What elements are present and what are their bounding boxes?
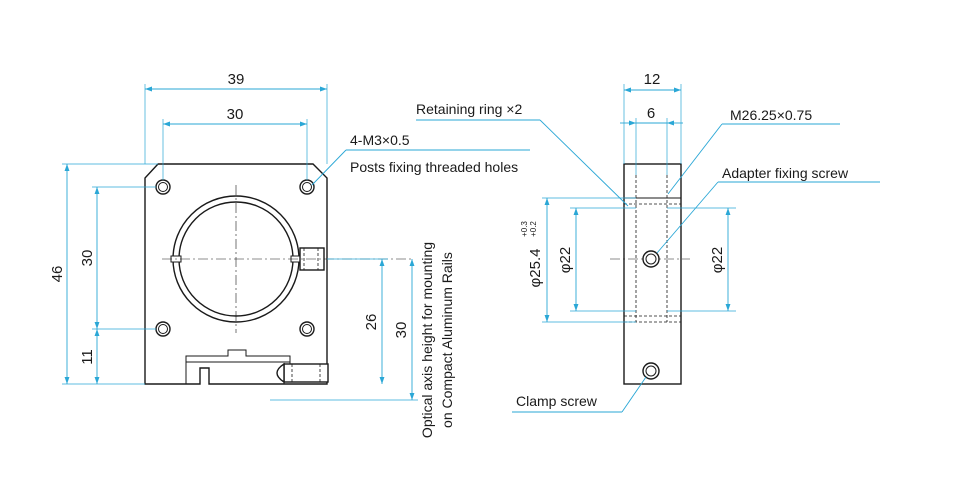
- clamp-screw-label: Clamp screw: [516, 393, 598, 409]
- side-body: [623, 163, 682, 385]
- side-view: 12 6 Retaining ring ×2 M26.25×0.75 Adapt…: [416, 71, 880, 413]
- clamp-screw-inner: [645, 365, 657, 377]
- thread-label: 4-M3×0.5: [350, 132, 410, 148]
- axis-note-line2: on Compact Aluminum Rails: [439, 252, 455, 428]
- dim-46: 46: [49, 266, 66, 283]
- dim-30-vertical: 30: [79, 250, 96, 267]
- dia-inner: φ22: [557, 247, 574, 273]
- axis-note-line1: Optical axis height for mounting: [419, 242, 435, 438]
- mount-hole-br-inner: [302, 324, 312, 334]
- thread-leader: [311, 149, 347, 186]
- dim-12: 12: [644, 71, 661, 88]
- mount-hole-bl-inner: [158, 324, 168, 334]
- mount-holes: [155, 179, 315, 337]
- dim-11: 11: [79, 349, 96, 365]
- dim-30-rail: 30: [393, 322, 410, 339]
- thread-description: Posts fixing threaded holes: [350, 159, 518, 175]
- dia-right: φ22: [709, 247, 726, 273]
- clamp-screw-leader: [621, 376, 647, 413]
- retaining-ring-label: Retaining ring ×2: [416, 101, 522, 117]
- adapter-screw-outer: [642, 250, 660, 268]
- dim-39: 39: [228, 71, 245, 88]
- ring-thread-leader: [667, 123, 723, 195]
- dim-26: 26: [363, 314, 380, 331]
- bottom-clamp-screw: [283, 363, 329, 383]
- dim-30-horizontal: 30: [227, 106, 244, 123]
- dia-bore-tol-lower: +0.2: [529, 221, 538, 237]
- front-view: 39 30 46 30 11 26 30 4-M3×0.5 Posts fixi…: [49, 71, 530, 438]
- clamp-screw-outer: [642, 362, 660, 380]
- adapter-screw-inner: [645, 253, 657, 265]
- ring-thread-label: M26.25×0.75: [730, 107, 812, 123]
- dia-bore-tol-upper: +0.3: [520, 221, 529, 237]
- adapter-screw-leader: [656, 181, 719, 254]
- clamp-screw-head: [276, 362, 285, 384]
- mount-hole-tr-inner: [302, 182, 312, 192]
- dim-6: 6: [647, 105, 655, 122]
- retaining-ring-leader: [539, 119, 629, 207]
- mount-hole-tl-inner: [158, 182, 168, 192]
- dia-bore: φ25.4: [527, 249, 544, 288]
- adapter-screw-label: Adapter fixing screw: [722, 165, 849, 181]
